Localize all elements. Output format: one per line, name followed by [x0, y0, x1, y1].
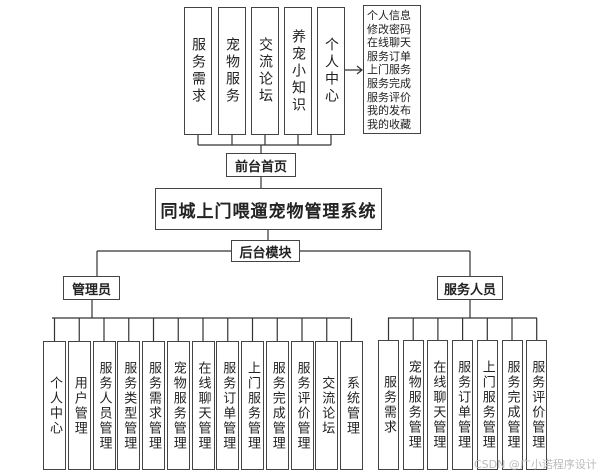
backend-module-box: 后台模块 [231, 240, 300, 262]
frontend-module-box: 宠物服务 [218, 7, 246, 135]
personal-center-item: 服务订单 [367, 49, 411, 63]
personal-center-item: 在线聊天 [367, 36, 411, 50]
personal-center-item: 修改密码 [367, 22, 411, 36]
frontend-module-box: 个人中心 [317, 7, 345, 135]
admin-box: 管理员 [63, 276, 120, 300]
personal-center-item: 我的发布 [367, 104, 411, 118]
personal-center-item: 服务评价 [367, 90, 411, 104]
staff-module-box: 服务完成管理 [501, 340, 523, 470]
watermark: CSDN @广小诺程序设计 [474, 458, 597, 471]
personal-center-item: 个人信息 [367, 9, 411, 22]
personal-center-item: 上门服务 [367, 63, 411, 77]
admin-module-box: 服务类型管理 [117, 341, 141, 470]
admin-module-box: 系统管理 [340, 341, 363, 470]
frontend-module-box: 服务需求 [184, 7, 212, 135]
staff-module-box: 服务需求 [378, 340, 399, 470]
admin-module-box: 服务需求管理 [142, 341, 165, 470]
frontend-module-box: 养宠小知识 [284, 7, 312, 135]
admin-module-box: 上门服务管理 [241, 341, 264, 470]
personal-center-item: 服务完成 [367, 76, 411, 90]
staff-module-box: 服务评价管理 [526, 340, 548, 470]
staff-module-box: 宠物服务管理 [402, 340, 424, 470]
admin-module-box: 服务订单管理 [216, 341, 240, 470]
admin-module-box: 在线聊天管理 [191, 341, 215, 470]
admin-module-box: 服务人员管理 [92, 341, 116, 470]
admin-module-box: 用户管理 [67, 341, 91, 470]
personal-center-item: 我的收藏 [367, 117, 411, 131]
frontend-module-box: 交流论坛 [251, 7, 279, 135]
staff-module-box: 服务订单管理 [452, 340, 474, 470]
staff-box: 服务人员 [437, 276, 503, 300]
admin-module-box: 交流论坛 [315, 341, 339, 470]
admin-module-box: 服务评价管理 [290, 341, 314, 470]
staff-module-box: 上门服务管理 [476, 340, 498, 470]
system-title-box: 同城上门喂遛宠物管理系统 [155, 188, 382, 230]
staff-module-box: 在线聊天管理 [427, 340, 449, 470]
admin-module-box: 个人中心 [43, 341, 66, 470]
admin-module-box: 服务完成管理 [265, 341, 289, 470]
frontend-home-box: 前台首页 [226, 153, 296, 177]
personal-center-feature-list: 个人信息修改密码在线聊天服务订单上门服务服务完成服务评价我的发布我的收藏 [363, 5, 421, 134]
admin-module-box: 宠物服务管理 [166, 341, 190, 470]
